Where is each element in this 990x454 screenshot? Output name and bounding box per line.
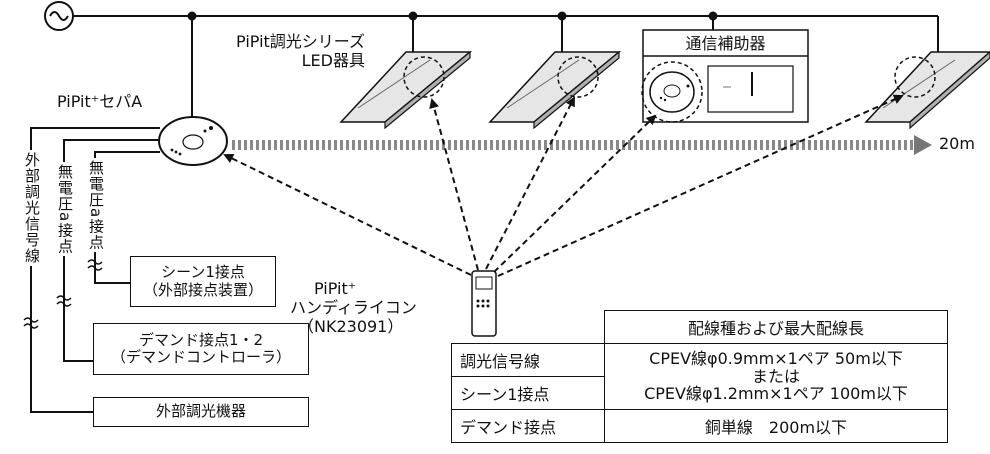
remote-label-line1: PiPit⁺: [314, 279, 357, 298]
external-dimmer-box: 外部調光機器: [93, 397, 309, 427]
led-fixture-2: [488, 50, 622, 130]
sensor-device: [158, 116, 228, 166]
power-bus: [73, 11, 939, 118]
relay-label: 通信補助器: [685, 34, 766, 53]
relay-device: [641, 29, 809, 123]
table-header-row: 配線種および最大配線長: [451, 310, 948, 344]
table-row: 調光信号線 CPEV線φ0.9mm×1ペア 50m以下 または CPEV線φ1.…: [451, 343, 948, 410]
table-category-cell: デマンド接点: [451, 409, 605, 443]
table-category-cell: シーン1接点: [451, 376, 605, 410]
fixture-series-label: PiPit調光シリーズ LED器具: [215, 32, 365, 70]
ac-source-icon: [44, 1, 74, 31]
led-fixture-1: [339, 50, 473, 130]
wiring-spec-table: 配線種および最大配線長 調光信号線 CPEV線φ0.9mm×1ペア 50m以下 …: [451, 310, 948, 443]
table-header: 配線種および最大配線長: [604, 310, 948, 344]
fixture-series-line1: PiPit調光シリーズ: [236, 32, 365, 51]
spec-line-2: または: [751, 366, 800, 386]
demand-contact-title: デマンド接点1・2: [138, 330, 264, 349]
table-spec-merged-cell: CPEV線φ0.9mm×1ペア 50m以下 または CPEV線φ1.2mm×1ペ…: [604, 343, 948, 410]
range-label: 20m: [939, 134, 975, 153]
range-arrowhead: [914, 135, 932, 155]
led-fixture-3: [864, 51, 990, 130]
ir-signal-arrows: [223, 94, 904, 277]
demand-contact-subtitle: （デマンドコントローラ）: [110, 348, 291, 366]
table-row: デマンド接点 銅単線 200m以下: [451, 409, 948, 443]
demand-contact-box: デマンド接点1・2 （デマンドコントローラ）: [93, 323, 309, 375]
scene-contact-subtitle: （外部接点装置）: [142, 280, 263, 299]
sensor-label: PiPit⁺セパA: [57, 92, 143, 111]
remote-label: PiPit⁺ ハンディライコン （NK23091）: [290, 279, 458, 337]
voltage-free-contact-label-2: 無電圧a接点: [86, 158, 107, 253]
break-symbols: [23, 259, 103, 329]
scene-contact-title: シーン1接点: [161, 263, 245, 282]
spec-line-3: CPEV線φ1.2mm×1ペア 100m以下: [644, 384, 908, 404]
external-dimming-signal-line-label: 外部調光信号線: [22, 150, 43, 266]
table-category-cell: 調光信号線: [451, 343, 605, 377]
remote-label-line3: （NK23091）: [298, 317, 404, 337]
fixture-series-line2: LED器具: [301, 51, 365, 71]
table-spec-cell: 銅単線 200m以下: [604, 409, 948, 443]
table-corner-cell: [451, 310, 605, 344]
spec-line-1: CPEV線φ0.9mm×1ペア 50m以下: [649, 349, 903, 369]
voltage-free-contact-label-1: 無電圧a接点: [55, 162, 76, 257]
scene-contact-box: シーン1接点 （外部接点装置）: [130, 256, 276, 307]
remote-label-line2: ハンディライコン: [290, 298, 417, 318]
